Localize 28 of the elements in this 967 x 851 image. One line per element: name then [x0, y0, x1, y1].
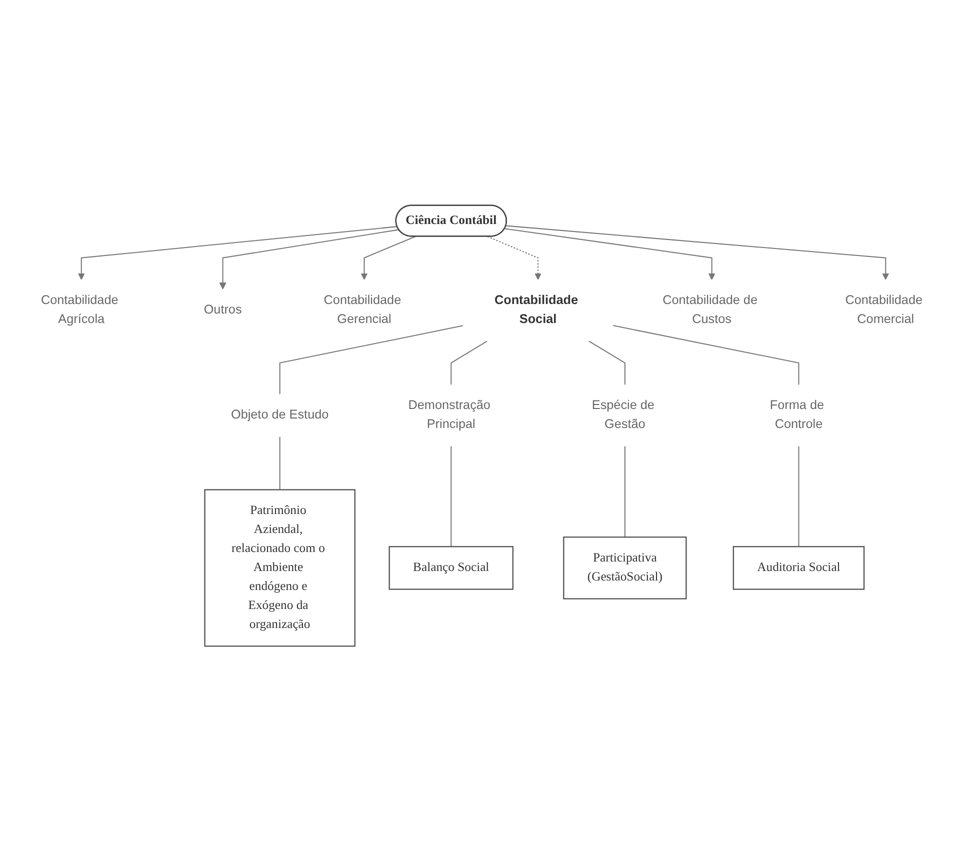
node-box: Participativa (GestãoSocial)	[563, 536, 687, 600]
connector	[450, 340, 488, 384]
node-box: Auditoria Social	[732, 546, 865, 590]
node-text: Contabilidade Gerencial	[324, 294, 402, 326]
connector	[624, 446, 626, 537]
node-text: Contabilidade de Custos	[662, 294, 758, 326]
arrow	[78, 226, 398, 280]
connector	[612, 324, 800, 384]
arrow	[360, 236, 416, 280]
node-text: Demonstração Principal	[408, 398, 490, 432]
node-box: Balanço Social	[388, 546, 514, 590]
node-text: Espécie de Gestão	[592, 398, 654, 432]
node-text: Contabilidade Social	[494, 294, 578, 326]
arrow	[219, 228, 399, 290]
connector	[450, 446, 452, 546]
node-text: Contabilidade Comercial	[845, 294, 923, 326]
node-text: Contabilidade Agrícola	[40, 294, 118, 326]
node-text: Forma de Controle	[770, 398, 824, 432]
arrow	[506, 225, 890, 280]
connector	[279, 324, 464, 394]
node-box: Patrimônio Aziendal, relacionado com o Ambiente endógeno e Exógeno da organização	[204, 488, 356, 646]
node-text: Outros	[204, 303, 242, 316]
node-text: Objeto de Estudo	[230, 408, 329, 422]
connector	[279, 436, 280, 490]
arrow	[504, 228, 716, 280]
connector	[798, 446, 800, 546]
arrow	[487, 236, 542, 280]
connector	[588, 340, 626, 384]
